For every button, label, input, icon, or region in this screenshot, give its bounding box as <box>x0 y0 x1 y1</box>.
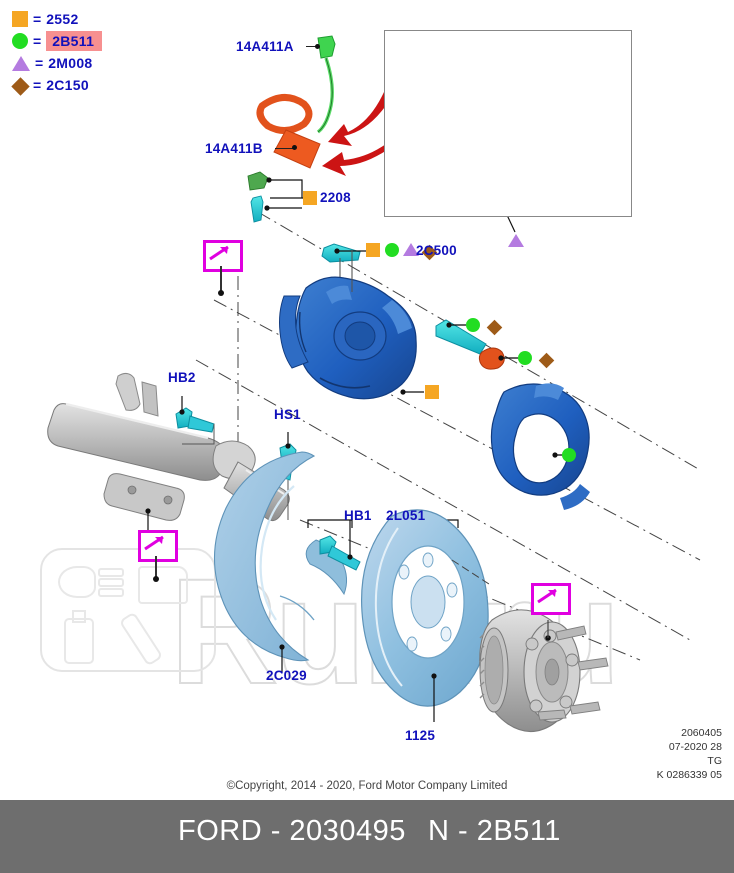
arrow-icon <box>537 588 557 604</box>
legend-code-highlighted: 2B511 <box>46 31 103 51</box>
legend-code: 2C150 <box>46 77 89 93</box>
marker-square-caliper <box>425 385 439 399</box>
legend-equals: = <box>35 55 44 71</box>
label-hb2: HB2 <box>168 370 196 385</box>
leader-dot <box>315 44 320 49</box>
oil-bottle-cap-icon <box>72 610 86 623</box>
footer-bar <box>0 800 734 873</box>
circle-marker-icon <box>12 33 28 49</box>
marker-triangle-2c500 <box>403 243 419 256</box>
label-1125: 1125 <box>405 728 436 743</box>
marker-triangle-pad-set <box>508 234 524 247</box>
car-door-icon <box>138 566 188 604</box>
legend-row: = 2552 <box>12 8 102 30</box>
pad-set-leader <box>506 214 516 233</box>
marker-legend: = 2552 = 2B511 = 2M008 = 2C150 <box>11 8 103 96</box>
meta-line: 07-2020 28 <box>668 741 722 753</box>
label-14a411a: 14A411A <box>236 39 294 54</box>
headlight-lines-icon <box>98 588 124 597</box>
brake-pad-set-box <box>384 30 632 217</box>
legend-code: 2M008 <box>48 55 93 71</box>
brand-code: FORD - 2030495 <box>178 815 406 847</box>
transfer-arrow <box>322 92 392 176</box>
marker-square-2208 <box>303 191 317 205</box>
caliper-bracket-part <box>490 383 590 510</box>
legend-code: 2552 <box>46 11 79 27</box>
drawing-metadata: 2060405 07-2020 28 TG K 0286339 05 <box>657 726 722 782</box>
oil-bottle-icon <box>64 618 94 664</box>
callout-pole <box>220 266 222 292</box>
callout-dot <box>153 576 159 582</box>
legend-equals: = <box>33 33 42 49</box>
label-2c500: 2C500 <box>416 243 457 258</box>
leader-14a411b <box>275 148 295 150</box>
label-2c029: 2C029 <box>266 668 307 683</box>
label-2l051: 2L051 <box>386 508 426 523</box>
headlight-icon <box>58 566 96 598</box>
label-2208: 2208 <box>320 190 351 205</box>
leader-14a411a <box>306 46 318 48</box>
callout-box-upper[interactable] <box>203 240 243 272</box>
hb2-bolt-part <box>175 396 215 445</box>
rear-axle-beam <box>47 372 290 548</box>
callout-box-left[interactable] <box>138 530 178 562</box>
copyright-notice: ©Copyright, 2014 - 2020, Ford Motor Comp… <box>226 780 508 792</box>
headlight-lines-icon <box>98 568 124 577</box>
caliper-bushing-part <box>478 347 518 370</box>
marker-circle-guide-pin <box>466 318 480 332</box>
legend-equals: = <box>33 77 42 93</box>
headlight-lines-icon <box>98 578 124 587</box>
arrow-icon <box>144 535 164 551</box>
label-hs1: HS1 <box>274 407 301 422</box>
watermark-icon-panel <box>40 548 216 672</box>
label-14a411b: 14A411B <box>205 141 263 156</box>
caliper-guide-pin-part <box>435 319 487 355</box>
wheel-hub-part <box>479 609 609 733</box>
meta-line: 2060405 <box>681 727 722 739</box>
label-hb1: HB1 <box>344 508 372 523</box>
callout-pole <box>155 556 157 578</box>
marker-circle-2c500 <box>385 243 399 257</box>
triangle-marker-icon <box>12 55 30 71</box>
arrow-icon <box>209 245 229 261</box>
wear-sensor-b-part <box>256 94 321 169</box>
callout-box-hub[interactable] <box>531 583 571 615</box>
part-code: N - 2B511 <box>428 815 561 847</box>
leader-dot <box>292 145 297 150</box>
meta-line: TG <box>707 755 722 767</box>
meta-line: K 0286339 05 <box>656 769 722 781</box>
marker-circle-bushing <box>518 351 532 365</box>
legend-row: = 2B511 <box>12 30 103 52</box>
brake-caliper-body <box>279 250 424 400</box>
brake-disc-part <box>360 509 489 722</box>
marker-square-2c500 <box>366 243 380 257</box>
legend-row: = 2C150 <box>11 74 102 96</box>
legend-equals: = <box>33 11 42 27</box>
square-marker-icon <box>12 11 28 27</box>
marker-circle-bracket <box>562 448 576 462</box>
legend-row: = 2M008 <box>12 52 102 74</box>
wear-sensor-a-part <box>316 35 336 134</box>
callout-dot <box>218 290 224 296</box>
splash-shield-part <box>213 451 348 672</box>
